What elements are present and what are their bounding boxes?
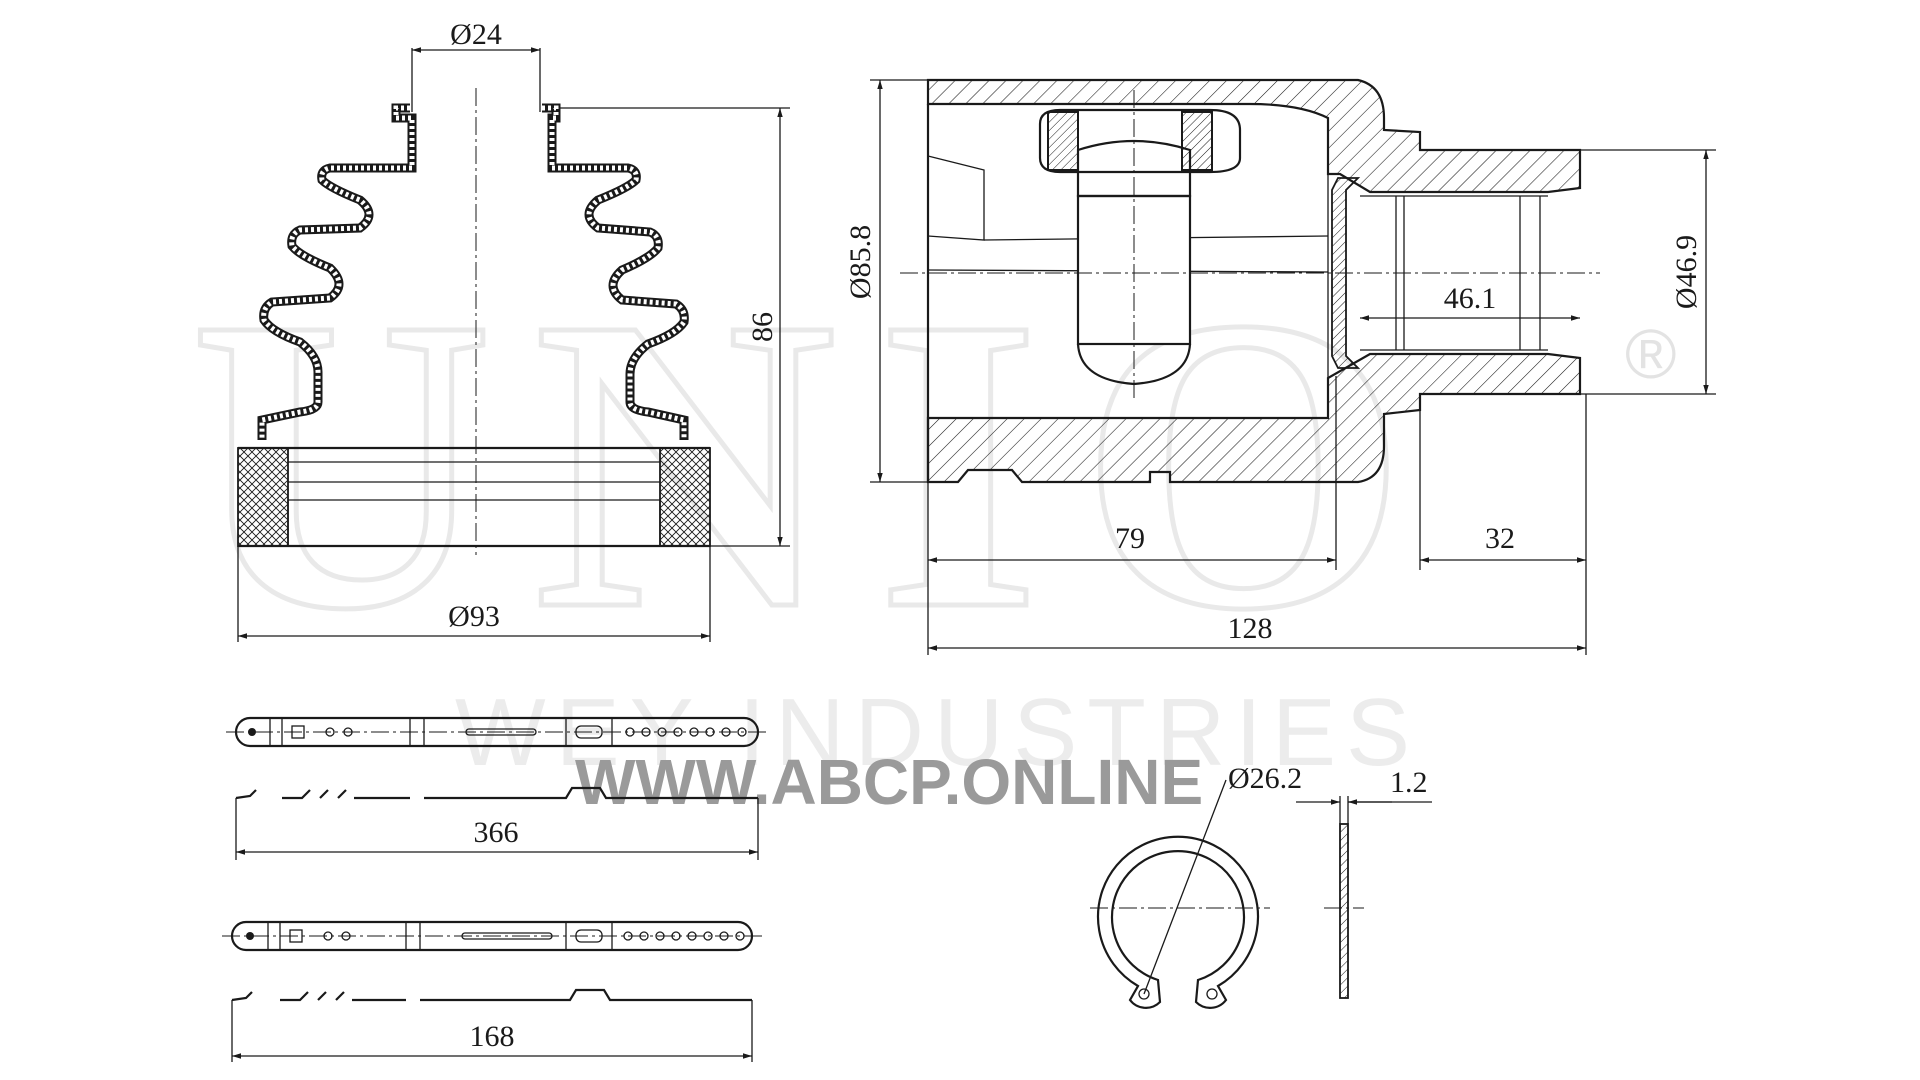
dim-clamp-short: 168 [470,1020,515,1053]
clamp-short-profile [231,988,752,1002]
boot-left-band [237,447,289,547]
joint-housing-section-lower [926,352,1582,484]
boot-drawing: Ø24 86 Ø93 [237,18,790,642]
dim-joint-stem-length: 32 [1485,522,1515,555]
dim-clamp-long: 366 [474,816,519,849]
dim-joint-total-length: 128 [1228,612,1273,645]
dim-joint-inner: 46.1 [1444,282,1497,315]
clamp-long-holes [625,727,747,737]
watermark: UNIO ® WEY INDUSTRIES WWW.ABCP.ONLINE [188,229,1677,819]
joint-roller-right [1181,111,1213,171]
watermark-registered: ® [1625,315,1677,393]
watermark-url: WWW.ABCP.ONLINE [575,746,1203,818]
circlip-side-view [1339,823,1349,999]
clamp-short-holes [623,931,745,941]
dim-joint-stem-diameter: Ø46.9 [1670,235,1703,309]
dim-boot-height: 86 [746,312,779,342]
clamp-short-drawing: 168 [222,920,762,1062]
circlip-drawing: Ø26.2 1.2 [1090,762,1432,1009]
clamp-long-drawing: 366 [226,716,768,860]
joint-housing-section [926,78,1582,194]
circlip-front-view [1096,835,1260,1009]
boot-right-band [659,447,711,547]
dim-boot-top-diameter: Ø24 [450,18,502,51]
dim-joint-outer-diameter: Ø85.8 [844,225,877,299]
joint-roller-left [1047,111,1079,171]
dim-circlip-thickness: 1.2 [1390,766,1428,799]
joint-drawing: Ø85.8 46.1 Ø46.9 79 32 128 [844,78,1716,655]
clamp-long-profile [235,786,758,800]
dim-boot-bottom-diameter: Ø93 [448,600,500,633]
dim-joint-body-length: 79 [1115,522,1145,555]
dim-circlip-diameter: Ø26.2 [1228,762,1302,795]
